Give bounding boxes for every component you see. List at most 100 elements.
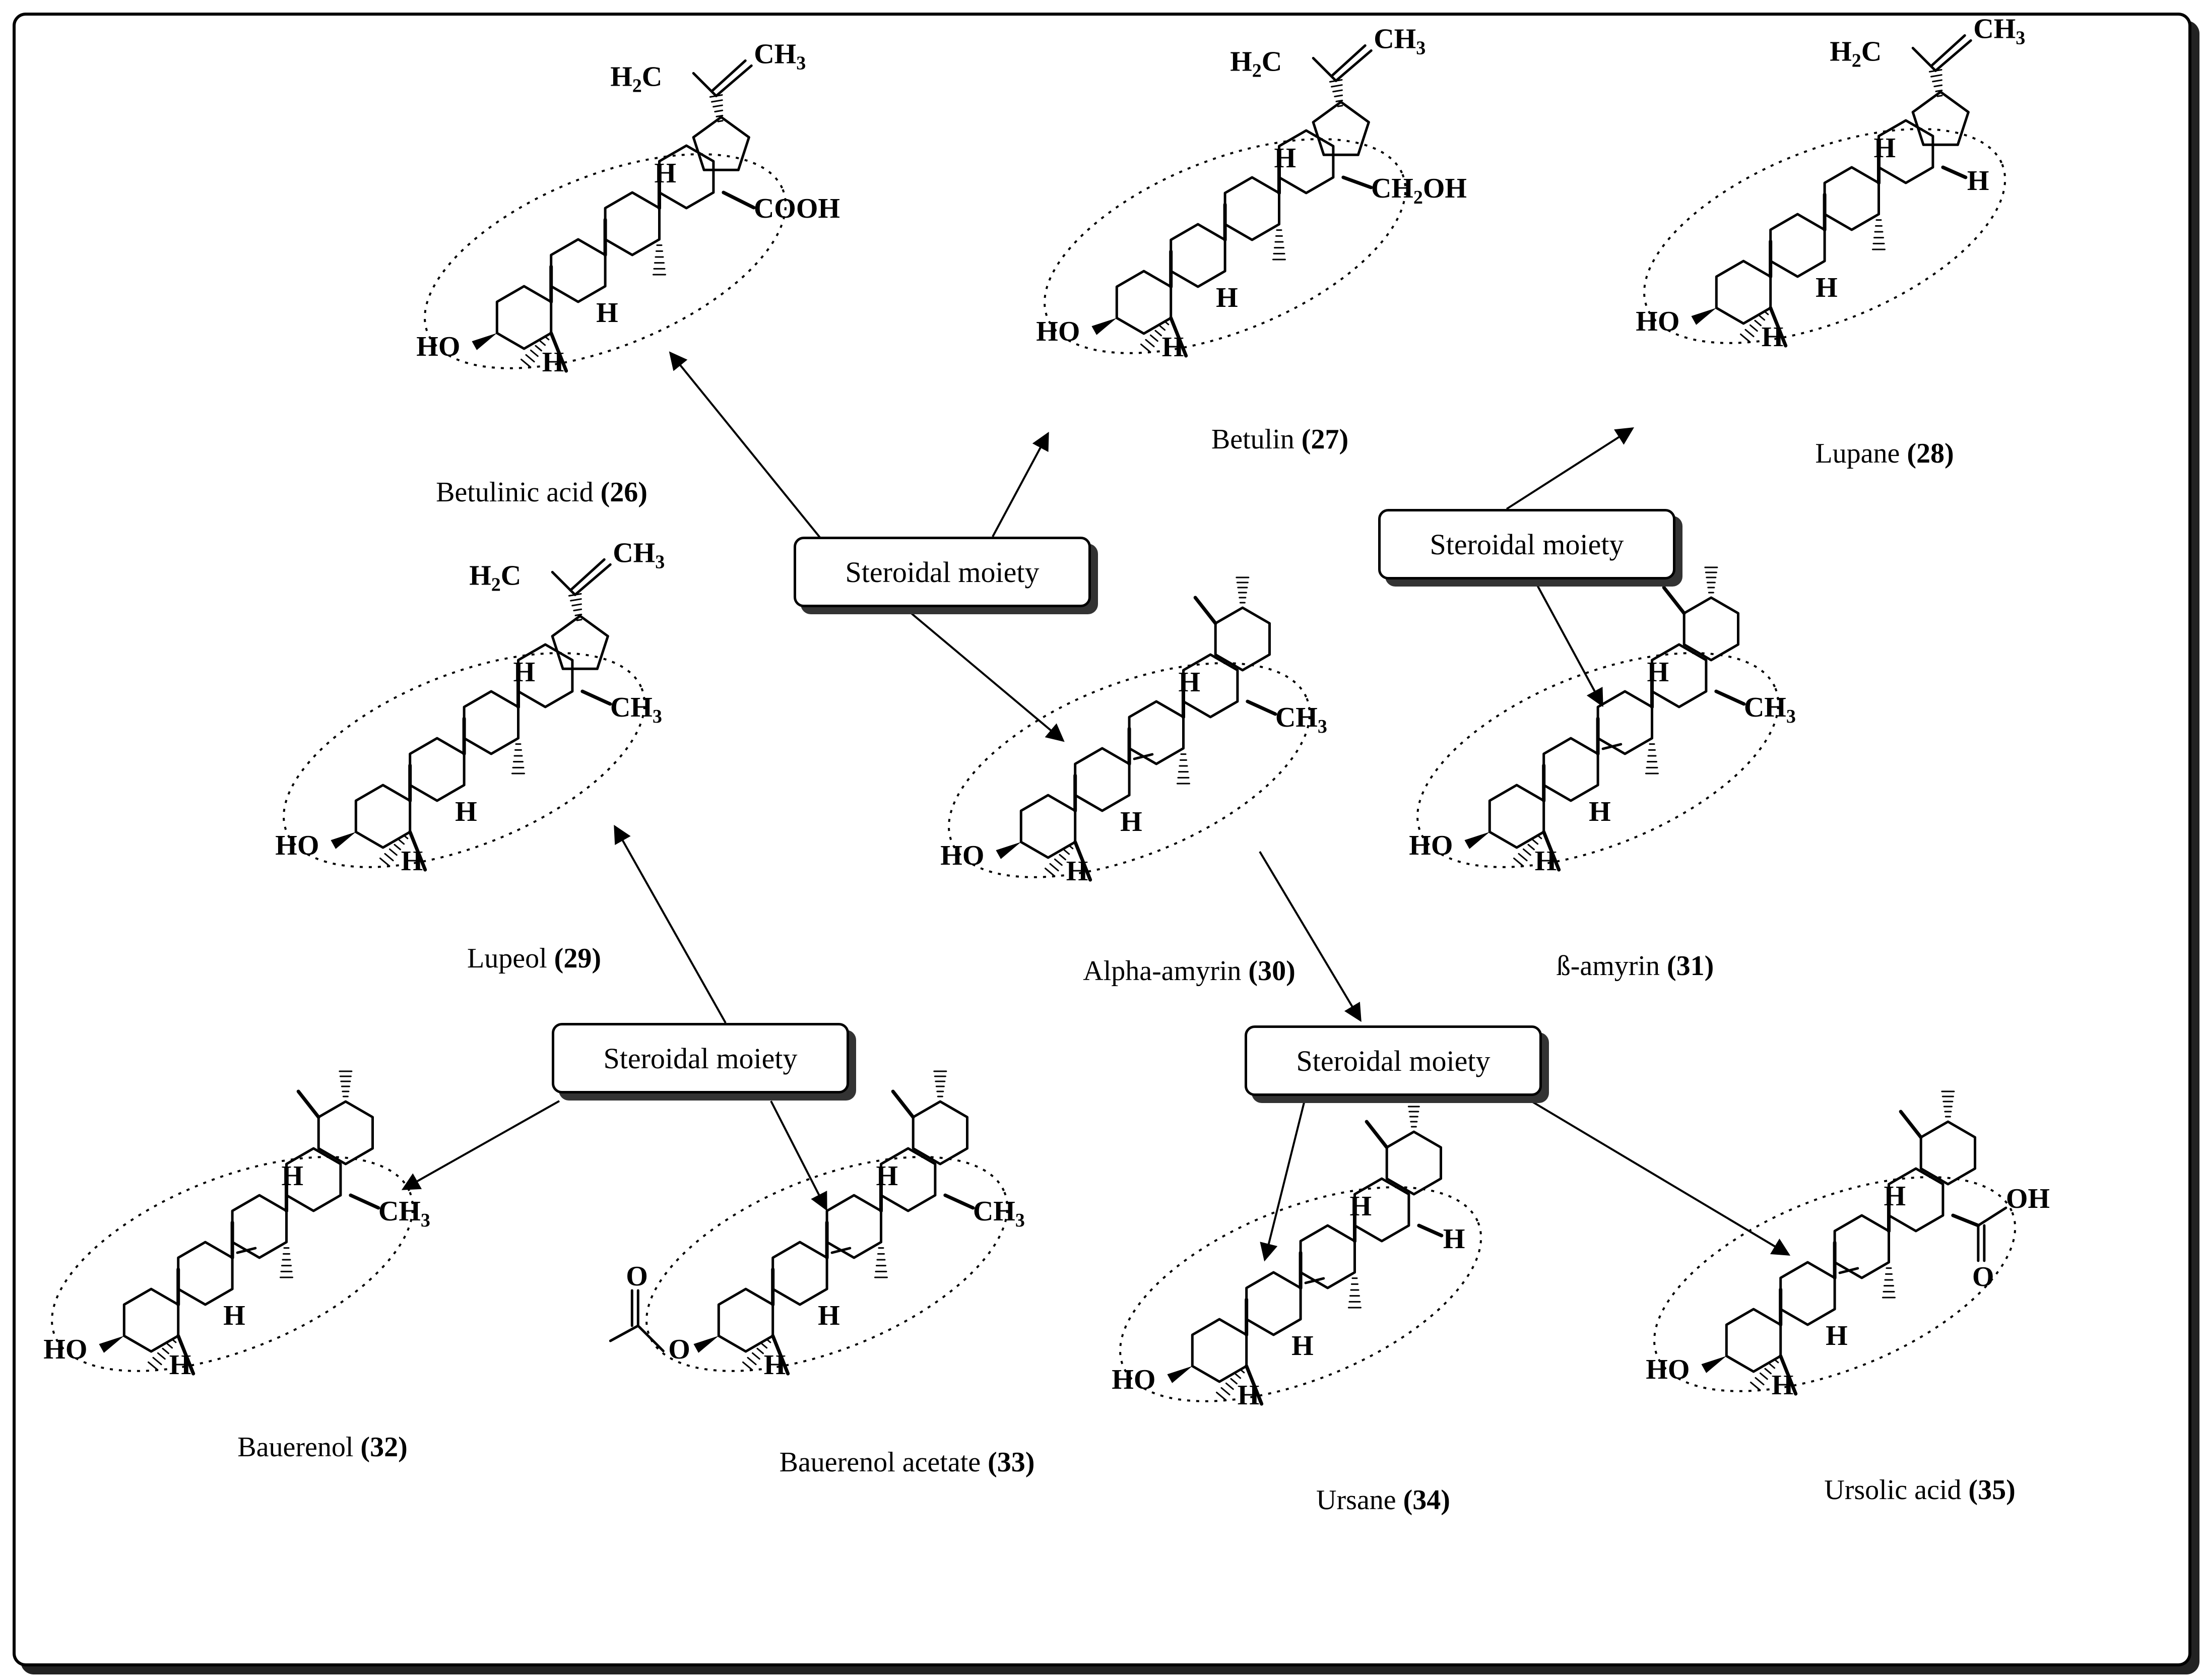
hydrogen-label: H — [764, 1349, 786, 1381]
methylene-label: H2C — [1230, 46, 1282, 81]
bond — [1662, 586, 1686, 615]
wedge-bond — [1464, 832, 1490, 849]
bond — [379, 857, 391, 867]
bond — [580, 689, 612, 706]
ring — [1019, 794, 1077, 859]
bond — [1169, 316, 1188, 358]
bond — [756, 1347, 764, 1354]
bond — [171, 1338, 177, 1343]
steroidal-ellipse — [51, 1156, 414, 1372]
ring — [122, 1287, 180, 1353]
ring — [177, 1241, 234, 1306]
compound-name: Bauerenol — [237, 1432, 354, 1463]
reaction-arrow — [1259, 851, 1362, 1022]
hydrogen-label: H — [1589, 796, 1611, 827]
reaction-arrow — [906, 609, 1065, 742]
compound-name: Betulin — [1211, 424, 1294, 455]
methyl-label: CH3 — [378, 1196, 430, 1231]
compound-number: (33) — [988, 1447, 1035, 1478]
hydrogen-label: H — [1178, 667, 1200, 698]
compound-name: Bauerenol acetate — [779, 1447, 981, 1478]
bond — [943, 1193, 975, 1210]
bond — [570, 598, 582, 602]
hydroxyl-label: HO — [940, 840, 984, 871]
bond — [1532, 839, 1539, 845]
bond — [710, 59, 747, 92]
ring — [231, 1194, 288, 1259]
bond — [1133, 753, 1154, 760]
bond — [1059, 854, 1066, 861]
hydrogen-label: H — [1873, 133, 1896, 164]
bond — [1073, 840, 1092, 882]
bond — [1365, 1120, 1389, 1149]
ring — [1596, 690, 1653, 755]
hydrogen-label: H — [1291, 1330, 1314, 1362]
compound-number: (26) — [600, 477, 647, 508]
ring — [1170, 223, 1226, 288]
bond — [751, 1352, 760, 1360]
caption-bauerenol: Bauerenol (32) — [237, 1431, 407, 1463]
caption-ursane: Ursane (34) — [1316, 1484, 1450, 1516]
steroidal-ellipse — [283, 652, 646, 868]
methyl-label: CH3 — [973, 1196, 1025, 1231]
caption-ursolic-acid: Ursolic acid (35) — [1824, 1474, 2015, 1506]
methyl-label: CH3 — [610, 692, 662, 727]
ring — [1833, 1214, 1890, 1279]
bond — [1769, 1363, 1776, 1369]
caption-lupane: Lupane (28) — [1815, 437, 1954, 470]
wedge-bond — [331, 832, 356, 849]
bond — [1246, 699, 1277, 716]
hydrogen-label: H — [1647, 657, 1669, 688]
bond — [1951, 1213, 1980, 1227]
bond — [1941, 165, 1968, 179]
ester-oxygen-label: O — [668, 1334, 690, 1365]
bond — [1304, 1277, 1325, 1284]
hydrogen-label: H — [1162, 332, 1184, 363]
ring — [550, 238, 607, 303]
bond — [715, 64, 753, 97]
arrow-layer — [401, 351, 1791, 1262]
caption-betulin: Betulin (27) — [1211, 423, 1348, 456]
reaction-arrow — [1260, 1098, 1306, 1262]
bond — [636, 1324, 665, 1352]
bond — [1513, 857, 1524, 867]
bond — [1054, 858, 1063, 866]
bond — [1044, 867, 1056, 877]
bond — [766, 1338, 771, 1343]
caption-alpha-amyrin: Alpha-amyrin (30) — [1083, 955, 1295, 987]
bond — [1755, 1377, 1765, 1386]
hydrogen-label: H — [281, 1160, 303, 1192]
wedge-bond — [1691, 308, 1717, 325]
hydrogen-label: H — [401, 846, 423, 877]
bond — [296, 1089, 320, 1119]
steroidal-ellipse — [645, 1156, 1009, 1372]
compound-name: Lupane — [1815, 438, 1900, 469]
compound-number: (30) — [1248, 955, 1296, 987]
hydrogen-label: H — [1535, 846, 1557, 877]
reaction-arrow — [1506, 427, 1635, 510]
compound-name: Alpha-amyrin — [1083, 955, 1242, 987]
hydrogen-label: H — [1762, 321, 1784, 353]
ring — [880, 1147, 937, 1212]
wedge-bond — [472, 333, 497, 350]
steroidal-ellipse — [1653, 1176, 2017, 1392]
ring — [1115, 270, 1173, 335]
steroidal-ellipse — [424, 153, 787, 369]
steroidal-ellipse — [948, 662, 1311, 878]
hydrogen-label: H — [876, 1160, 898, 1192]
caption-betulinic-acid: Betulinic acid (26) — [436, 476, 647, 508]
bond — [1417, 1223, 1444, 1238]
bond — [1749, 324, 1758, 332]
hydroxyl-label: HO — [1112, 1364, 1155, 1395]
ring — [517, 643, 574, 708]
hydrogen-label: H — [223, 1300, 245, 1331]
bond — [1930, 34, 1966, 67]
bond — [176, 1334, 196, 1376]
methyl-label: CH3 — [1744, 692, 1796, 727]
bond — [1245, 1364, 1264, 1406]
bond — [152, 1356, 162, 1366]
